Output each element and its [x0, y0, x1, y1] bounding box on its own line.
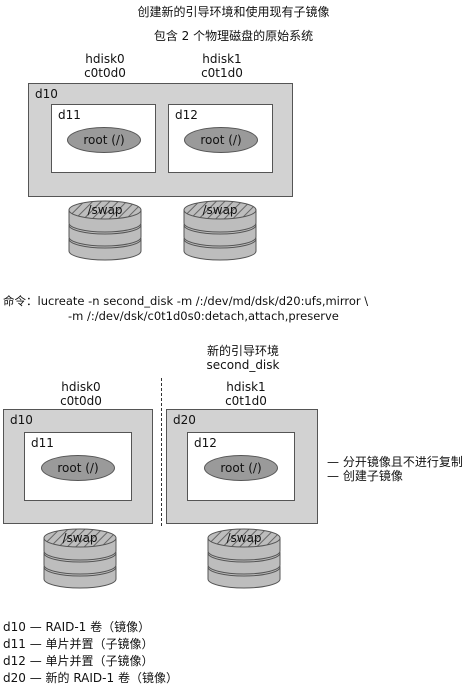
command-line-1: 命令：lucreate -n second_disk -m /:/dev/md/… [3, 294, 369, 308]
top-disk1-name: hdisk1 [202, 52, 242, 66]
annotation-create-submirror: — 创建子镜像 [327, 469, 403, 483]
top-swap-disk-left: /swap [68, 200, 142, 261]
bottom-disk0-id: c0t0d0 [60, 394, 102, 408]
legend-item-d12: d12 — 单片并置（子镜像） [3, 654, 154, 668]
top-disk0-id: c0t0d0 [84, 66, 126, 80]
new-env-title: 新的引导环境 [206, 344, 279, 358]
bottom-volume-d20: d20 d12 root (/) [166, 409, 318, 524]
top-root-left: root (/) [67, 127, 141, 153]
top-volume-d10: d10 d11 root (/) d12 root (/) [28, 83, 293, 197]
bottom-submirror-d12: d12 root (/) [187, 432, 295, 501]
top-root-right: root (/) [184, 127, 258, 153]
bottom-swap-label-left: /swap [62, 531, 97, 545]
bottom-swap-disk-left: /swap [43, 528, 117, 589]
legend-item-d20: d20 — 新的 RAID-1 卷（镜像） [3, 671, 178, 685]
bottom-right-volume-label: d20 [173, 413, 196, 427]
top-swap-label-left: /swap [87, 203, 122, 217]
top-swap-disk-right: /swap [183, 200, 257, 261]
bottom-sub-left-label: d11 [31, 436, 54, 450]
legend-item-d10: d10 — RAID-1 卷（镜像） [3, 620, 151, 634]
legend-item-d11: d11 — 单片并置（子镜像） [3, 637, 154, 651]
bottom-volume-d10: d10 d11 root (/) [3, 409, 153, 524]
top-title: 创建新的引导环境和使用现有子镜像 [137, 5, 330, 19]
bottom-left-volume-label: d10 [10, 413, 33, 427]
top-subtitle: 包含 2 个物理磁盘的原始系统 [153, 29, 314, 43]
bottom-swap-disk-right: /swap [207, 528, 281, 589]
top-sub-left-label: d11 [58, 108, 81, 122]
bottom-root-right: root (/) [204, 455, 278, 481]
bottom-disk1-id: c0t1d0 [225, 394, 267, 408]
new-env-name: second_disk [206, 358, 280, 372]
top-swap-label-right: /swap [202, 203, 237, 217]
top-disk0-name: hdisk0 [85, 52, 125, 66]
bottom-sub-right-label: d12 [194, 436, 217, 450]
bottom-disk1-name: hdisk1 [226, 380, 266, 394]
top-volume-label: d10 [35, 87, 58, 101]
top-disk1-id: c0t1d0 [201, 66, 243, 80]
bottom-root-left: root (/) [41, 455, 115, 481]
bottom-swap-label-right: /swap [226, 531, 261, 545]
bottom-submirror-d11: d11 root (/) [24, 432, 132, 501]
top-submirror-d12: d12 root (/) [168, 104, 273, 173]
top-sub-right-label: d12 [175, 108, 198, 122]
annotation-detach: — 分开镜像且不进行复制 [327, 455, 463, 469]
boot-env-separator [161, 378, 162, 526]
command-line-2: -m /:/dev/dsk/c0t1d0s0:detach,attach,pre… [68, 309, 339, 323]
bottom-disk0-name: hdisk0 [61, 380, 101, 394]
top-submirror-d11: d11 root (/) [51, 104, 156, 173]
